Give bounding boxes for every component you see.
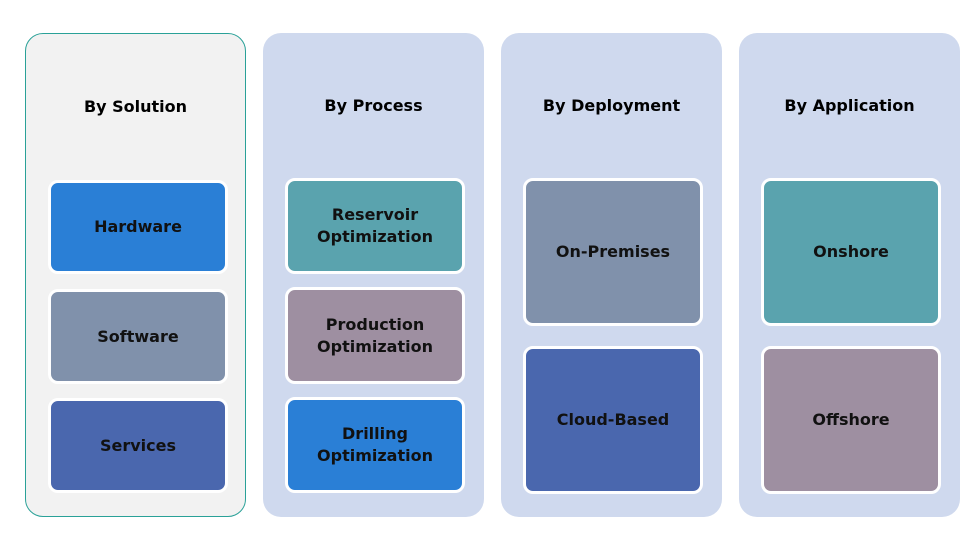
box-on-premises: On-Premises [523, 178, 703, 326]
box-production-optimization: Production Optimization [285, 287, 465, 384]
box-hardware: Hardware [48, 180, 228, 274]
column-by-process: By Process Reservoir Optimization Produc… [263, 33, 484, 517]
box-label: Services [99, 435, 177, 455]
box-label: Reservoir Optimization [317, 205, 433, 246]
box-services: Services [48, 398, 228, 493]
box-label: Onshore [813, 242, 889, 261]
column-title: By Application [784, 96, 915, 115]
column-title: By Deployment [542, 96, 681, 115]
box-cloud-based: Cloud-Based [523, 346, 703, 494]
box-label: Hardware [94, 217, 182, 236]
box-label: Software [97, 326, 179, 346]
box-label: Drilling Optimization [317, 424, 433, 465]
box-reservoir-optimization: Reservoir Optimization [285, 178, 465, 274]
box-label: Production Optimization [317, 314, 433, 356]
column-by-solution: By Solution Hardware Software Services [25, 33, 246, 517]
box-label: Offshore [812, 410, 890, 429]
box-label: Cloud-Based [556, 410, 670, 429]
box-offshore: Offshore [761, 346, 941, 494]
box-label: On-Premises [555, 242, 671, 261]
box-onshore: Onshore [761, 178, 941, 326]
column-title: By Solution [83, 97, 188, 116]
column-by-deployment: By Deployment On-Premises Cloud-Based [501, 33, 722, 517]
box-software: Software [48, 289, 228, 384]
column-by-application: By Application Onshore Offshore [739, 33, 960, 517]
box-drilling-optimization: Drilling Optimization [285, 397, 465, 493]
column-title: By Process [324, 96, 423, 115]
